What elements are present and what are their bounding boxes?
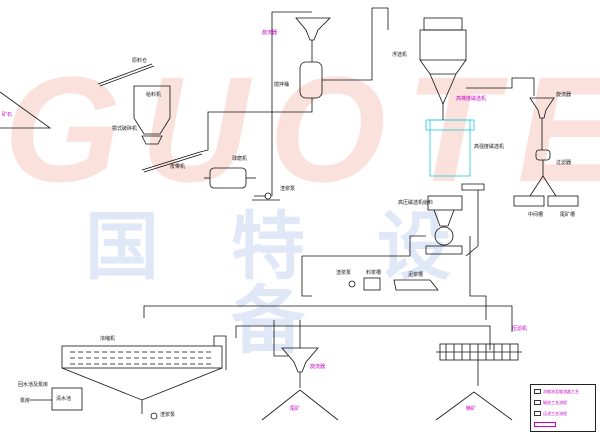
pump-2 [348, 280, 356, 288]
legend-item-label: 压滤工艺流程 [543, 410, 567, 416]
label-pump-1: 渣浆泵 [280, 186, 296, 192]
slurry-channel [393, 279, 439, 291]
label-product-pile: 精矿 [466, 406, 477, 412]
clear-water-tank [51, 387, 83, 411]
label-thickener-left: 中间槽 [528, 212, 544, 218]
label-belt-conveyor: 皮带机 [170, 164, 186, 170]
bottom-cyclone [281, 347, 319, 373]
agitator-tank [299, 61, 323, 99]
thickener [61, 345, 223, 369]
label-return-water: 回水池及泵房 [18, 382, 49, 388]
legend-item: 压滤工艺流程 [534, 410, 567, 417]
label-thickener: 浓缩机 [100, 336, 116, 342]
feed-hopper [133, 85, 171, 135]
high-intensity-sep [427, 195, 463, 211]
label-high-intensity-separator: 高强度磁选机 [474, 144, 505, 150]
label-belt-feeder: 给料机 [146, 92, 162, 98]
label-jaw-crusher: 颚式破碎机 [112, 126, 138, 132]
legend-swatch [534, 389, 541, 394]
legend-item-label: 浓缩池及旋流器工艺 [543, 388, 579, 394]
sump [363, 277, 381, 291]
label-cyclone-top: 旋流器 [262, 30, 278, 36]
label-cyclone-right: 旋流器 [556, 92, 572, 98]
label-thickener-right: 尾矿槽 [560, 212, 576, 218]
legend-box: 浓缩池及旋流器工艺 磁选工艺流程 压滤工艺流程 [530, 384, 596, 432]
right-sep-2 [547, 195, 579, 207]
label-feed-hopper: 原料仓 [132, 58, 148, 64]
jaw-crusher [141, 135, 163, 145]
crusher-belt [141, 151, 201, 171]
product-pile [435, 391, 513, 421]
feeder-belt [97, 63, 153, 85]
label-ball-mill: 球磨机 [232, 156, 248, 162]
right-cyclone [529, 97, 555, 119]
legend-item [534, 421, 558, 428]
label-clear-water-tank: 清水池 [56, 396, 72, 402]
legend-swatch [534, 422, 556, 427]
top-cyclone [295, 17, 331, 41]
legend-item: 浓缩池及旋流器工艺 [534, 388, 579, 395]
label-filter-press: 压滤机 [512, 326, 528, 332]
label-concentrator: 高梯度磁选机 [456, 96, 487, 102]
label-pump-2: 渣浆泵 [336, 270, 352, 276]
label-underflow-pump: 渣浆泵 [160, 412, 176, 418]
hi-sep-drum [434, 226, 454, 246]
ore-pile [0, 91, 52, 129]
magnetic-separator [429, 119, 471, 177]
underflow-pump [150, 412, 158, 420]
legend-item: 磁选工艺流程 [534, 399, 567, 406]
label-filter-tank: 过滤器 [556, 160, 572, 166]
label-tailings-pile: 尾矿 [290, 406, 301, 412]
filter-tank [535, 149, 551, 161]
label-return-pump: 泵房 [20, 398, 31, 404]
label-agitator: 搅拌桶 [274, 82, 290, 88]
tailings-pile [261, 389, 339, 421]
label-slurry-tank: 泥浆槽 [408, 272, 424, 278]
legend-swatch [534, 400, 541, 405]
label-ore-pile: 矿石 [2, 112, 13, 118]
concentrator-vessel [423, 17, 463, 31]
legend-item-label: 磁选工艺流程 [543, 399, 567, 405]
legend-swatch [534, 411, 541, 416]
ball-mill [209, 167, 247, 189]
label-sump: 料浆槽 [366, 270, 382, 276]
right-sep-1 [513, 195, 545, 207]
label-mag-separator-feed: 高压磁选机给料 [398, 200, 434, 206]
label-flotation-cell: 浮选机 [392, 52, 408, 58]
label-cyclone-bottom: 旋流器 [310, 364, 326, 370]
